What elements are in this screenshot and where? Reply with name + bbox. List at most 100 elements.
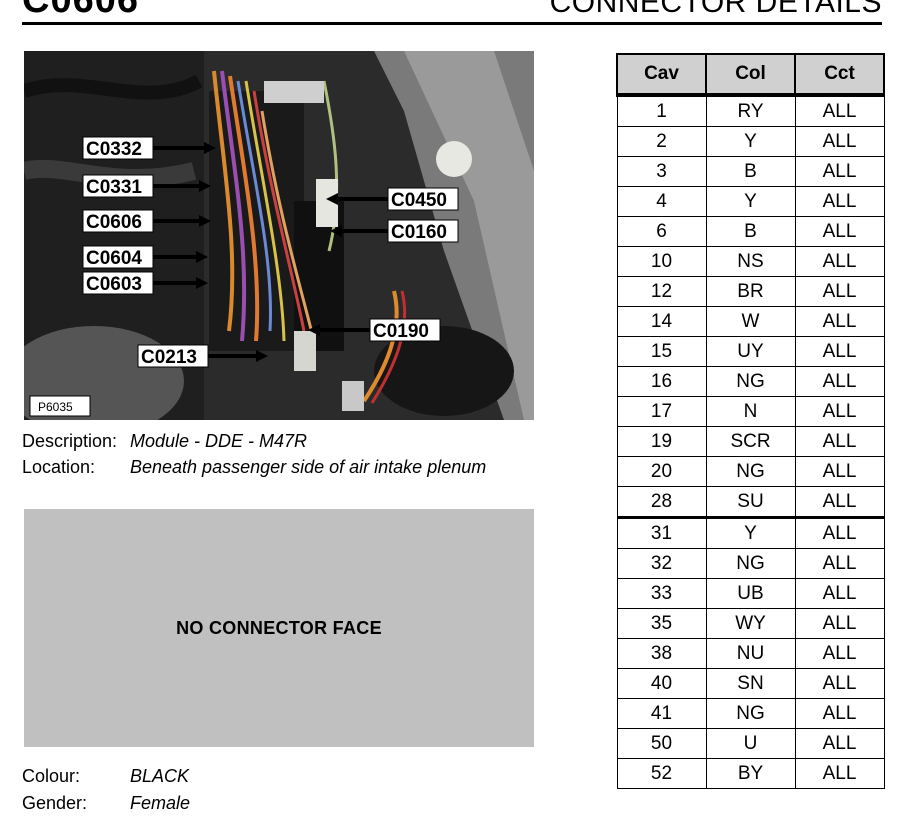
cell-col: UY [705, 336, 796, 367]
cell-col: W [705, 306, 796, 337]
description-block: Description: Module - DDE - M47R Location… [22, 428, 486, 480]
cell-cct: ALL [794, 156, 885, 187]
connector-face-placeholder: NO CONNECTOR FACE [24, 509, 534, 747]
cell-col: Y [705, 186, 796, 217]
cell-col: BR [705, 276, 796, 307]
cell-cct: ALL [794, 698, 885, 729]
callout-c0603: C0603 [86, 274, 142, 295]
location-photo: P6035 C0332 C0331 C0606 C0604 C0603 [24, 51, 534, 420]
description-value: Module - DDE - M47R [130, 431, 308, 451]
callout-c0160: C0160 [391, 222, 447, 243]
description-label: Description: [22, 431, 118, 451]
cell-cct: ALL [794, 608, 885, 639]
cell-cav: 52 [616, 758, 707, 789]
cell-cct: ALL [794, 638, 885, 669]
cell-col: B [705, 156, 796, 187]
photo-illustration: P6035 C0332 C0331 C0606 C0604 C0603 [24, 51, 534, 420]
cell-cav: 3 [616, 156, 707, 187]
cell-cav: 50 [616, 728, 707, 759]
cell-col: SCR [705, 426, 796, 457]
colour-row: Colour: BLACK [22, 763, 190, 790]
cell-cav: 32 [616, 548, 707, 579]
cell-cav: 6 [616, 216, 707, 247]
callout-c0332: C0332 [86, 139, 142, 160]
cell-cct: ALL [794, 426, 885, 457]
cell-col: NU [705, 638, 796, 669]
cell-cav: 40 [616, 668, 707, 699]
cell-col: BY [705, 758, 796, 789]
page-title: CONNECTOR DETAILS [549, 0, 882, 19]
cell-cct: ALL [794, 336, 885, 367]
header-col: Col [705, 53, 796, 97]
cell-col: SU [705, 486, 796, 518]
location-value: Beneath passenger side of air intake ple… [130, 457, 487, 477]
cell-cct: ALL [794, 216, 885, 247]
gender-value: Female [130, 793, 191, 813]
cell-cct: ALL [794, 276, 885, 307]
cell-cav: 17 [616, 396, 707, 427]
photo-ref-label: P6035 [38, 400, 73, 414]
cell-cct: ALL [794, 668, 885, 699]
cell-col: UB [705, 578, 796, 609]
cell-col: B [705, 216, 796, 247]
cell-cct: ALL [794, 186, 885, 217]
connector-code: C0606 [22, 0, 139, 21]
cell-cav: 1 [616, 94, 707, 127]
cell-col: NG [705, 698, 796, 729]
cell-cct: ALL [794, 126, 885, 157]
properties-block: Colour:BLACK Gender:Female [22, 763, 190, 817]
cell-col: SN [705, 668, 796, 699]
cell-cav: 2 [616, 126, 707, 157]
location-row: Location:Beneath passenger side of air i… [22, 454, 486, 480]
cell-cav: 19 [616, 426, 707, 457]
cell-cav: 38 [616, 638, 707, 669]
callout-c0213: C0213 [141, 347, 197, 368]
callout-c0606: C0606 [86, 212, 142, 233]
cell-cav: 15 [616, 336, 707, 367]
colour-value: BLACK [130, 766, 190, 786]
cell-col: U [705, 728, 796, 759]
cell-cav: 16 [616, 366, 707, 397]
colour-label: Colour: [22, 766, 81, 786]
callout-c0190: C0190 [373, 321, 429, 342]
cell-cav: 12 [616, 276, 707, 307]
cell-col: NG [705, 548, 796, 579]
cell-cav: 41 [616, 698, 707, 729]
cell-col: NS [705, 246, 796, 277]
header-cct: Cct [794, 53, 885, 97]
cell-cct: ALL [794, 366, 885, 397]
header-cav: Cav [616, 53, 707, 97]
cell-cct: ALL [794, 246, 885, 277]
description-row: Description: Module - DDE - M47R [22, 428, 486, 454]
cell-cct: ALL [794, 728, 885, 759]
cell-col: WY [705, 608, 796, 639]
cell-cav: 4 [616, 186, 707, 217]
cell-col: Y [705, 126, 796, 157]
callout-c0450: C0450 [391, 190, 447, 211]
cell-cav: 31 [616, 516, 707, 549]
header-rule [22, 22, 882, 25]
cell-cct: ALL [794, 486, 885, 518]
callout-c0604: C0604 [86, 248, 142, 269]
cell-col: RY [705, 94, 796, 127]
no-connector-face-text: NO CONNECTOR FACE [176, 617, 382, 638]
cell-cav: 20 [616, 456, 707, 487]
cell-col: Y [705, 516, 796, 549]
